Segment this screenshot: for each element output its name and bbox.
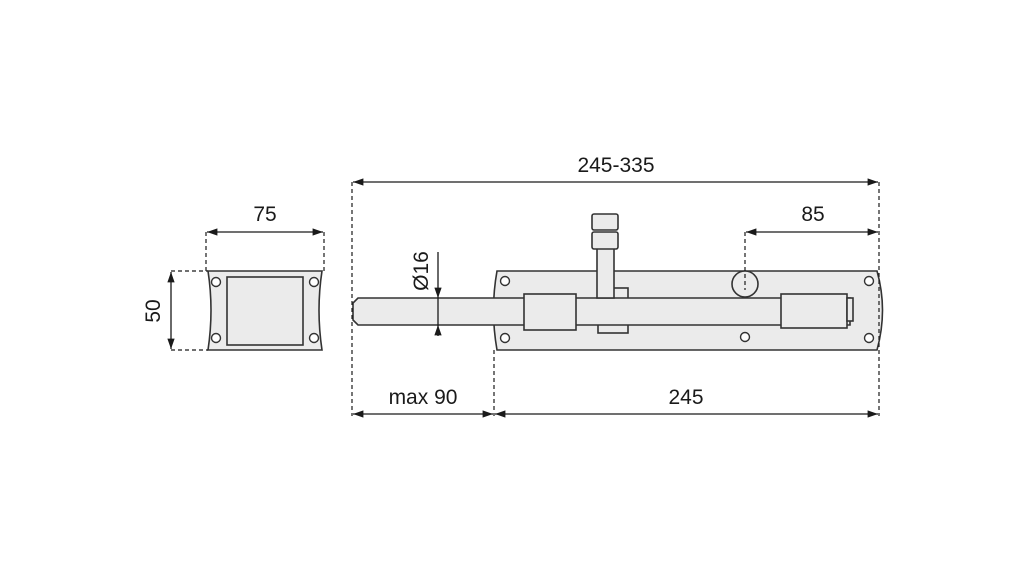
keeper-height-label: 50 xyxy=(142,299,165,322)
plate-length-label: 245 xyxy=(668,386,703,409)
overall-length-dimension: 245-335 xyxy=(351,154,880,416)
bolt-diameter-dimension: Ø16 xyxy=(410,251,442,336)
knob-offset-label: 85 xyxy=(801,203,824,226)
keeper-width-label: 75 xyxy=(253,203,276,226)
handle-stem xyxy=(596,247,615,299)
handle-knob xyxy=(591,213,619,231)
bottom-dimensions: max 90 245 xyxy=(353,350,878,418)
knob-offset-dimension: 85 xyxy=(744,203,878,290)
keeper-height-dimension: 50 xyxy=(142,270,208,351)
bolt-diameter-label: Ø16 xyxy=(410,251,433,291)
keeper-width-dimension: 75 xyxy=(205,203,325,272)
bolt-rod xyxy=(352,297,851,326)
keeper-plate xyxy=(207,270,323,351)
bolt-travel-label: max 90 xyxy=(389,386,458,409)
overall-length-label: 245-335 xyxy=(577,154,654,177)
